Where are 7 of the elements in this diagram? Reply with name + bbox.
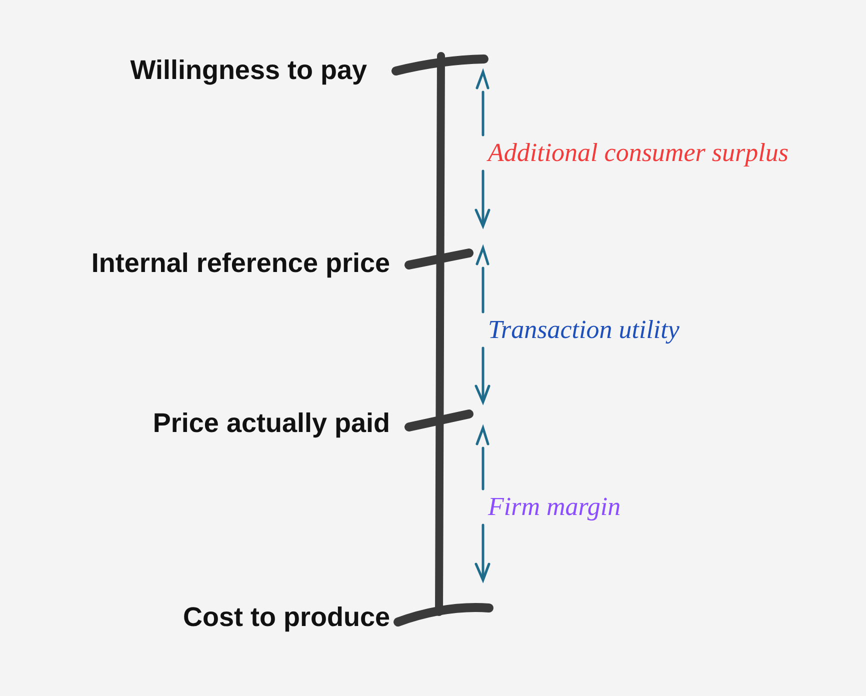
interval-label: Firm margin xyxy=(488,492,621,522)
price-level-label: Internal reference price xyxy=(91,247,390,279)
price-level-label: Price actually paid xyxy=(152,407,390,439)
interval-label: Additional consumer surplus xyxy=(488,138,788,168)
interval-label: Transaction utility xyxy=(488,315,680,345)
price-level-label: Cost to produce xyxy=(183,601,390,633)
price-level-label: Willingness to pay xyxy=(130,54,367,86)
